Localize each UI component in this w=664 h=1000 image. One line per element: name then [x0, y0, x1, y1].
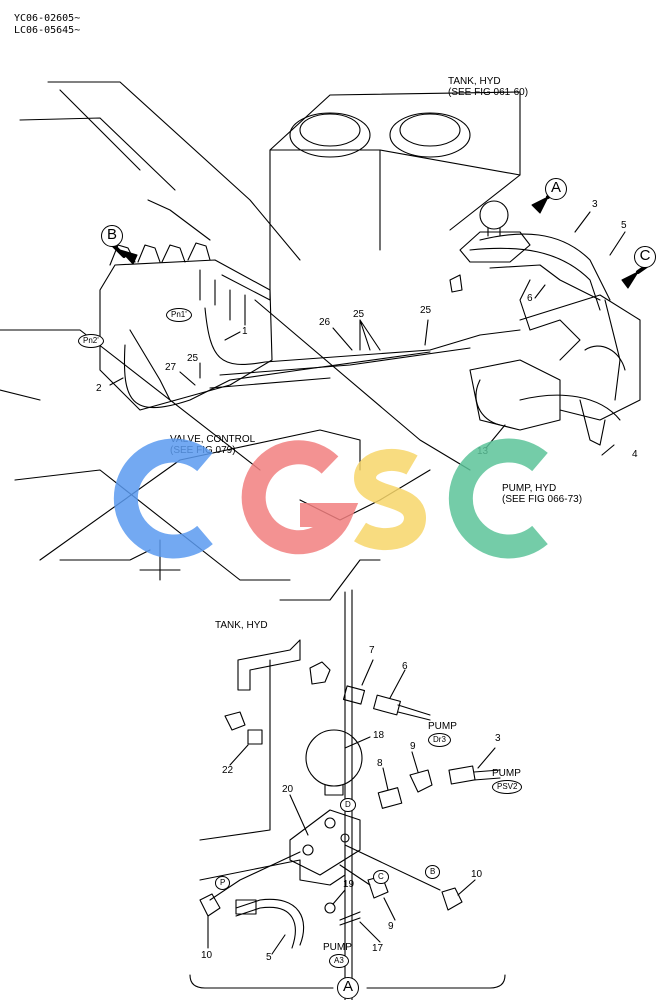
detail-callout-18: 18: [373, 730, 385, 741]
detail-callout-8: 8: [377, 758, 383, 769]
tank-label: TANK, HYD: [448, 76, 501, 87]
watermark-letter-c2: [448, 438, 548, 559]
serial-range-1: YC06-02605~: [14, 13, 81, 24]
watermark-letter-g: [241, 440, 359, 555]
port-pn1-tag: Pn1': [166, 308, 192, 322]
callout-1: 1: [242, 326, 248, 337]
detail-callout-17: 17: [372, 943, 384, 954]
port-d-tag: D: [340, 798, 356, 812]
detail-callout-7: 7: [369, 645, 375, 656]
pump-label: PUMP, HYD: [502, 483, 557, 494]
view-c-marker: C: [634, 246, 656, 268]
callout-26: 26: [319, 317, 331, 328]
detail-callout-5: 5: [266, 952, 272, 963]
port-b-tag: B: [425, 865, 441, 879]
callout-25-a: 25: [353, 309, 365, 320]
port-dr3-tag: Dr3: [428, 733, 451, 747]
serial-range-2: LC06-05645~: [14, 25, 81, 36]
control-valve-label: VALVE, CONTROL: [170, 434, 256, 445]
detail-callout-20: 20: [282, 784, 294, 795]
callout-2: 2: [96, 383, 102, 394]
callout-5: 5: [621, 220, 627, 231]
tank-detail-label: TANK, HYD: [215, 620, 268, 631]
callout-6: 6: [527, 293, 533, 304]
watermark-letter-s: [353, 448, 427, 551]
detail-callout-19: 19: [343, 879, 355, 890]
port-psv2-tag: PSV2: [492, 780, 523, 794]
port-c-tag: C: [373, 870, 389, 884]
detail-callout-10-right: 10: [471, 869, 483, 880]
view-a-marker: A: [545, 178, 567, 200]
pump-reference: (SEE FIG 066-73): [502, 494, 583, 505]
detail-callout-9-lower: 9: [388, 921, 394, 932]
port-p-tag: P: [215, 876, 231, 890]
detail-callout-22: 22: [222, 765, 234, 776]
callout-25-c: 25: [187, 353, 199, 364]
detail-callout-3: 3: [495, 733, 501, 744]
pump-dr3-label: PUMP: [428, 721, 457, 732]
callout-25-b: 25: [420, 305, 432, 316]
detail-callout-6: 6: [402, 661, 408, 672]
pump-a3-label: PUMP: [323, 942, 352, 953]
pump-psv2-label: PUMP: [492, 768, 521, 779]
callout-4: 4: [632, 449, 638, 460]
port-pn2-tag: Pn2': [78, 334, 104, 348]
callout-27: 27: [165, 362, 177, 373]
view-b-marker: B: [101, 225, 123, 247]
port-a3-tag: A3: [329, 954, 349, 968]
detail-view-a-marker: A: [337, 977, 359, 999]
tank-reference: (SEE FIG 061-60): [448, 87, 529, 98]
detail-callout-10-left: 10: [201, 950, 213, 961]
watermark-letter-c1: [113, 438, 213, 559]
detail-callout-9-upper: 9: [410, 741, 416, 752]
callout-3: 3: [592, 199, 598, 210]
